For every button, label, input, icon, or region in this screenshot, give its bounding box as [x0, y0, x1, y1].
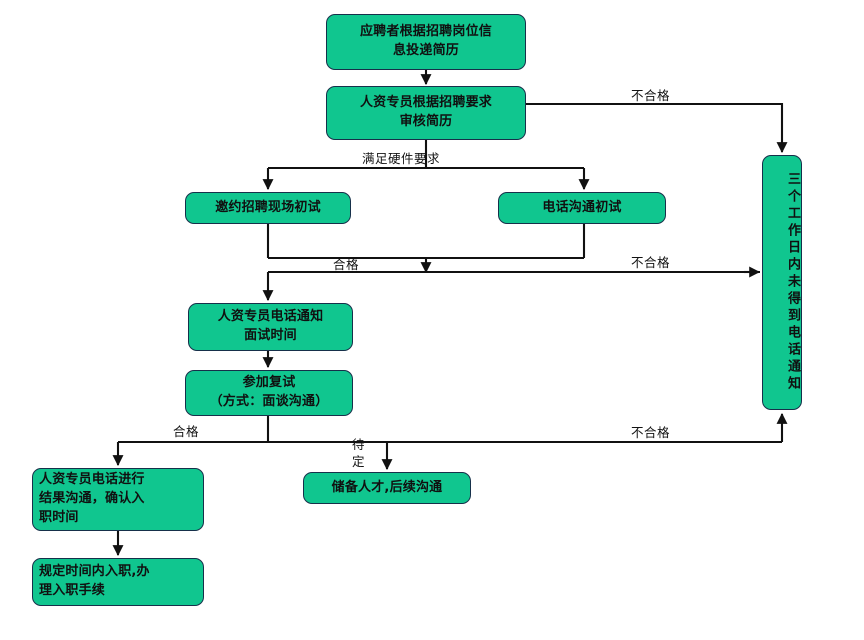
node-second-interview[interactable]: 参加复试 （方式：面谈沟通）: [185, 370, 353, 416]
node-phone-interview-label: 电话沟通初试: [542, 199, 622, 215]
node-onboarding[interactable]: 规定时间内入职,办 理入职手续: [32, 558, 204, 606]
node-onsite-interview-label: 邀约招聘现场初试: [215, 199, 321, 215]
node-screen-resume[interactable]: 人资专员根据招聘要求 审核简历: [326, 86, 526, 140]
node-no-call-within-three-days-label: 三个工作日内未得到电话通知: [785, 172, 800, 393]
node-talent-pool[interactable]: 储备人才,后续沟通: [303, 472, 471, 504]
node-screen-resume-label: 人资专员根据招聘要求 审核简历: [359, 95, 492, 129]
node-apply-label: 应聘者根据招聘岗位信 息投递简历: [359, 24, 492, 58]
node-result-communication-label: 人资专员电话进行 结果沟通，确认入 职时间: [39, 472, 145, 525]
edge-label-pass-2: 合格: [173, 424, 200, 439]
edge-screen-to-nocall: [526, 102, 788, 154]
node-result-communication[interactable]: 人资专员电话进行 结果沟通，确认入 职时间: [32, 468, 204, 531]
node-notify-interview-time[interactable]: 人资专员电话通知 面试时间: [188, 303, 353, 351]
node-onboarding-label: 规定时间内入职,办 理入职手续: [39, 564, 150, 598]
node-talent-pool-label: 储备人才,后续沟通: [331, 479, 443, 495]
edge-label-reject-3: 不合格: [631, 425, 671, 440]
edge-label-pass-1: 合格: [333, 257, 360, 272]
edge-label-pending: 待 定: [352, 437, 366, 469]
edge-label-reject-1: 不合格: [631, 88, 671, 103]
node-apply[interactable]: 应聘者根据招聘岗位信 息投递简历: [326, 14, 526, 70]
node-notify-interview-time-label: 人资专员电话通知 面试时间: [217, 309, 324, 343]
edge-label-reject-2: 不合格: [631, 255, 671, 270]
node-onsite-interview[interactable]: 邀约招聘现场初试: [185, 192, 351, 224]
edge-label-meets-hardware: 满足硬件要求: [362, 151, 441, 166]
node-no-call-within-three-days[interactable]: 三个工作日内未得到电话通知: [762, 155, 802, 410]
node-second-interview-label: 参加复试 （方式：面谈沟通）: [209, 375, 329, 409]
node-phone-interview[interactable]: 电话沟通初试: [498, 192, 666, 224]
